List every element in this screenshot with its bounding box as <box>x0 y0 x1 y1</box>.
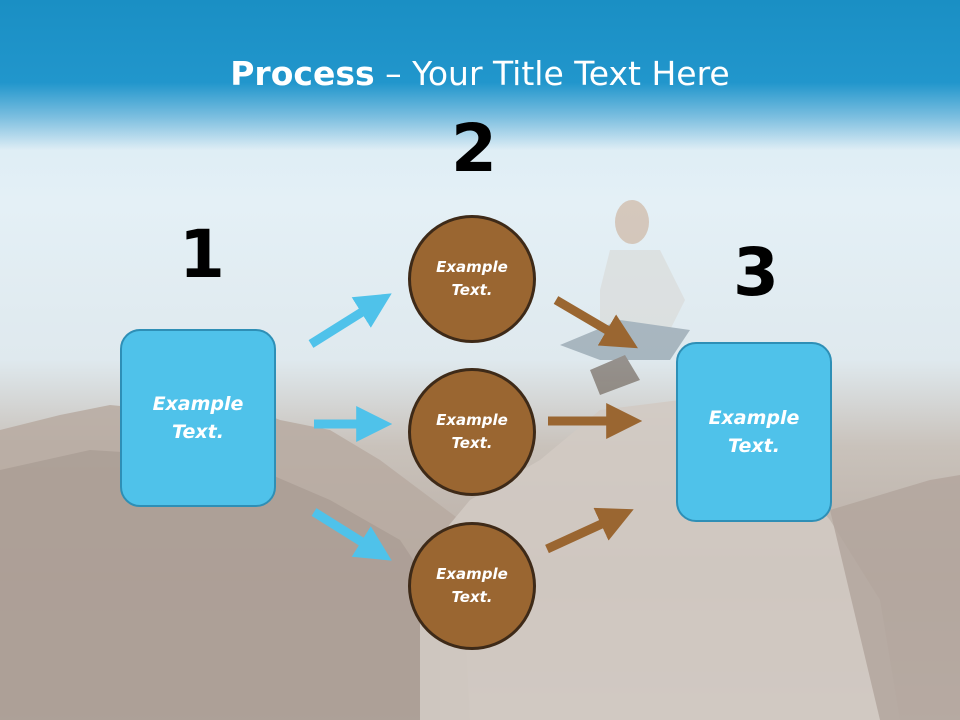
step-2-circle-bottom: Example Text. <box>408 522 536 650</box>
title-bar <box>0 0 960 150</box>
step-2-circle-top-text: Example Text. <box>436 257 508 299</box>
step-2-circle-top: Example Text. <box>408 215 536 343</box>
step-2-circle-middle: Example Text. <box>408 368 536 496</box>
title-bold: Process <box>230 54 375 93</box>
step-1-box: Example Text. <box>120 329 276 507</box>
arrow-1-to-2-bottom <box>311 508 392 561</box>
step-number-3: 3 <box>733 234 779 311</box>
step-3-box: Example Text. <box>676 342 832 522</box>
mountain-right <box>830 475 960 720</box>
arrow-2-top-to-3 <box>553 296 638 349</box>
step-1-text: Example Text. <box>152 392 244 444</box>
step-2-circle-bottom-text: Example Text. <box>436 564 508 606</box>
step-number-1: 1 <box>179 216 225 293</box>
arrow-1-to-2-top <box>308 293 392 348</box>
step-number-2: 2 <box>451 110 497 187</box>
title-rest: – Your Title Text Here <box>374 54 730 93</box>
slide-title: Process – Your Title Text Here <box>0 54 960 93</box>
step-2-circle-middle-text: Example Text. <box>436 410 508 452</box>
arrow-2-bottom-to-3 <box>545 507 634 554</box>
step-3-text: Example Text. <box>708 406 800 458</box>
